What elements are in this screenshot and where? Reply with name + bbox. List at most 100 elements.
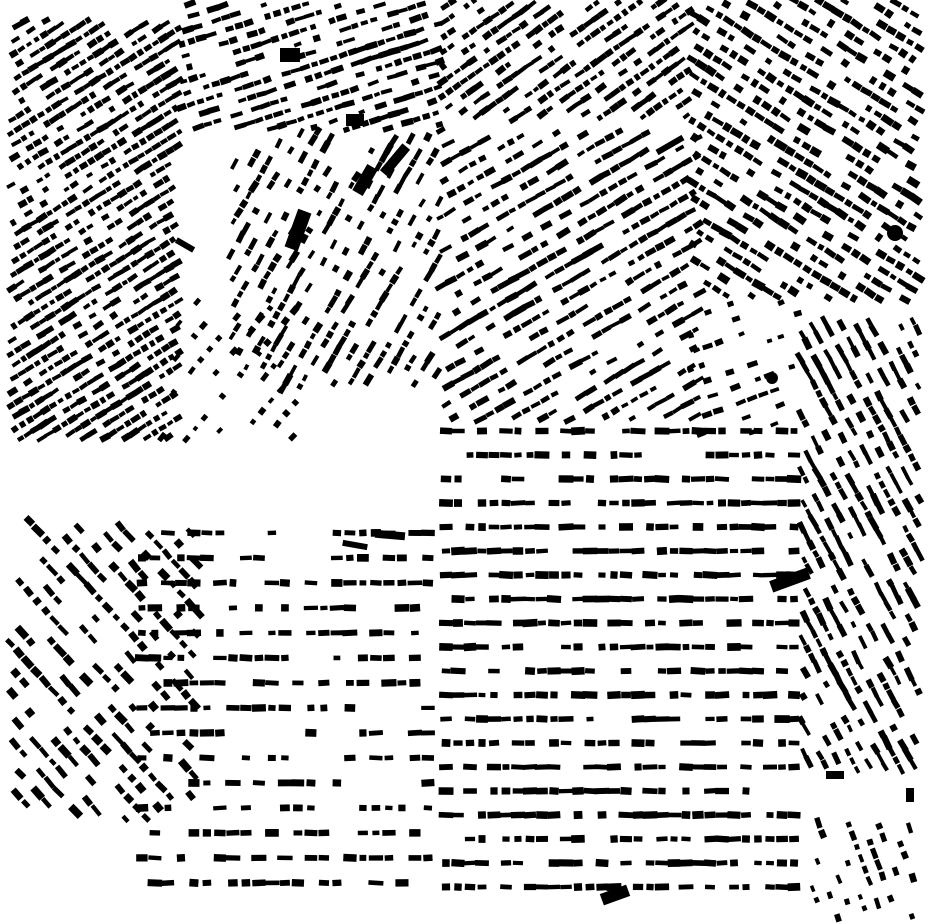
building-footprint xyxy=(729,859,739,867)
building-footprint xyxy=(342,269,354,282)
building-footprint xyxy=(123,419,132,428)
building-footprint xyxy=(37,383,46,391)
building-footprint xyxy=(64,171,73,179)
building-footprint xyxy=(136,321,145,329)
building-footprint xyxy=(576,23,586,33)
building-footprint xyxy=(801,94,816,108)
building-footprint xyxy=(29,665,43,679)
building-footprint xyxy=(357,830,368,836)
building-footprint xyxy=(254,116,264,124)
building-footprint xyxy=(873,293,885,305)
building-footprint xyxy=(779,112,791,123)
building-footprint xyxy=(846,724,853,733)
building-footprint xyxy=(702,342,714,351)
building-footprint xyxy=(64,391,73,400)
building-footprint xyxy=(124,650,137,664)
building-footprint xyxy=(716,272,731,285)
building-footprint xyxy=(844,859,851,867)
building-footprint xyxy=(398,174,408,187)
building-footprint xyxy=(739,10,751,22)
building-footprint xyxy=(806,114,815,122)
building-footprint xyxy=(164,804,172,812)
building-footprint xyxy=(414,90,424,97)
building-footprint xyxy=(82,724,95,736)
building-footprint xyxy=(906,396,916,407)
building-footprint xyxy=(28,736,42,750)
building-footprint xyxy=(902,443,912,454)
building-footprint xyxy=(298,348,308,359)
building-footprint xyxy=(779,281,789,290)
building-footprint xyxy=(867,405,877,416)
building-footprint xyxy=(826,891,834,900)
building-footprint xyxy=(844,416,855,429)
building-footprint xyxy=(149,555,161,561)
building-footprint xyxy=(722,15,736,27)
building-footprint xyxy=(513,571,523,579)
building-footprint xyxy=(228,73,241,82)
building-footprint xyxy=(86,54,95,62)
building-footprint xyxy=(113,63,121,71)
building-footprint xyxy=(713,178,724,188)
building-footprint xyxy=(691,87,703,99)
building-footprint xyxy=(537,93,549,105)
building-footprint xyxy=(277,301,286,312)
building-footprint xyxy=(545,105,554,113)
building-footprint xyxy=(177,654,185,661)
building-footprint xyxy=(35,330,47,340)
building-footprint xyxy=(14,767,27,780)
building-footprint xyxy=(536,108,549,120)
building-footprint xyxy=(834,913,842,923)
building-footprint xyxy=(104,236,114,245)
building-footprint xyxy=(213,853,227,862)
building-footprint xyxy=(463,763,477,771)
building-footprint xyxy=(764,57,773,65)
building-footprint xyxy=(340,303,350,314)
building-footprint xyxy=(343,604,357,612)
building-footprint xyxy=(163,109,172,117)
building-footprint xyxy=(182,89,192,97)
building-footprint xyxy=(589,27,602,39)
building-footprint xyxy=(619,53,628,62)
building-footprint xyxy=(232,312,242,322)
building-footprint xyxy=(37,162,46,170)
building-footprint xyxy=(430,147,440,159)
building-footprint xyxy=(581,248,594,259)
building-footprint xyxy=(277,855,293,861)
building-footprint xyxy=(409,603,421,612)
building-footprint xyxy=(69,180,80,190)
building-footprint xyxy=(775,401,786,410)
building-footprint xyxy=(547,811,561,819)
building-footprint xyxy=(663,235,676,247)
building-footprint xyxy=(23,209,34,218)
building-footprint xyxy=(186,100,196,108)
building-footprint xyxy=(123,316,131,324)
building-footprint xyxy=(54,241,65,250)
building-footprint xyxy=(825,380,836,395)
building-footprint xyxy=(310,158,320,170)
building-footprint xyxy=(739,240,750,251)
building-footprint xyxy=(78,227,87,236)
building-footprint xyxy=(172,413,183,423)
building-footprint xyxy=(279,804,290,812)
building-footprint xyxy=(58,264,69,274)
building-footprint xyxy=(324,306,332,314)
large-building-footprint xyxy=(769,567,811,593)
building-footprint xyxy=(844,747,852,757)
building-footprint xyxy=(682,787,690,795)
building-footprint xyxy=(429,45,443,55)
building-footprint xyxy=(187,37,196,46)
building-footprint xyxy=(618,523,634,531)
building-footprint xyxy=(639,215,651,226)
building-footprint xyxy=(436,75,449,88)
building-footprint xyxy=(622,428,630,434)
building-footprint xyxy=(669,548,679,554)
building-footprint xyxy=(832,559,842,572)
building-footprint xyxy=(703,788,717,794)
building-footprint xyxy=(154,282,165,292)
building-footprint xyxy=(834,481,842,490)
building-footprint xyxy=(246,29,259,39)
building-footprint xyxy=(114,166,122,174)
building-footprint xyxy=(467,179,475,186)
building-footprint xyxy=(643,499,657,507)
building-footprint xyxy=(644,691,656,699)
